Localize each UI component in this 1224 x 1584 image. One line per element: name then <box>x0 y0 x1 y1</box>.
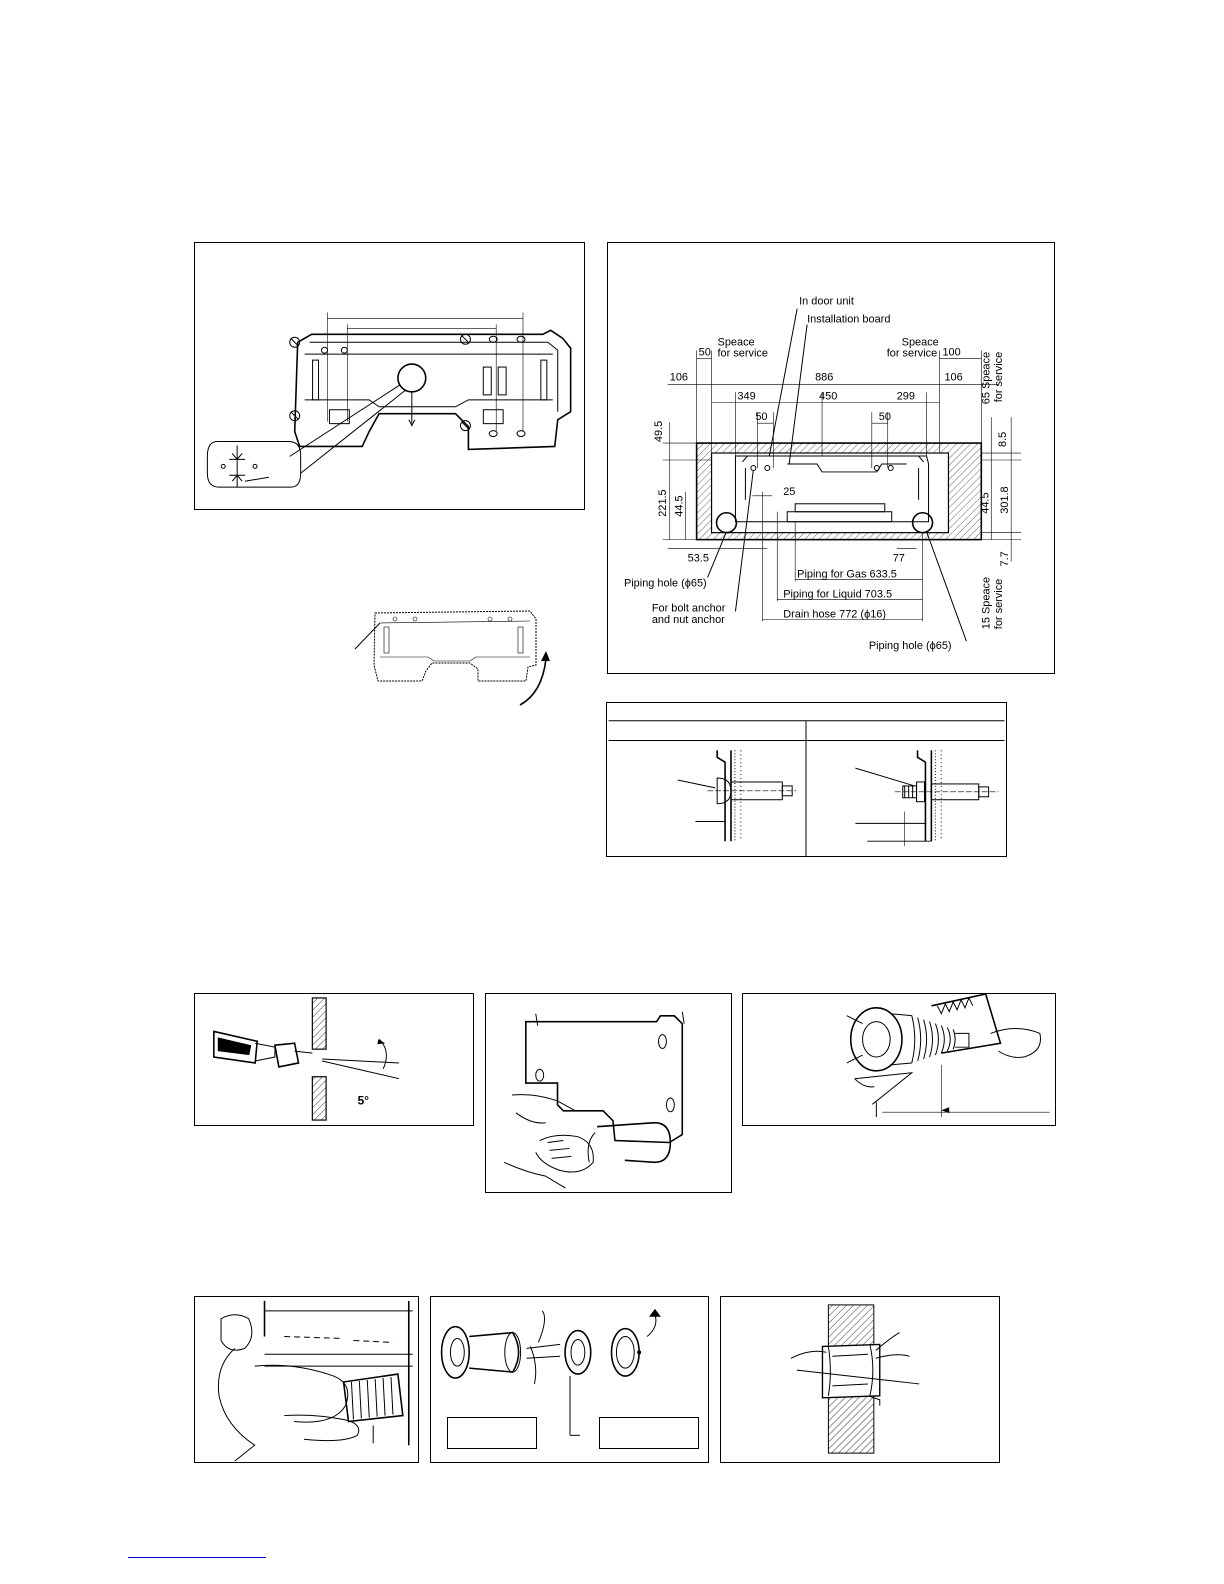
dim-8-5: 8.5 <box>997 432 1009 447</box>
label-bolt-anchor-2: and nut anchor <box>652 614 725 626</box>
label-space-right-1: Speace <box>902 337 939 349</box>
dim-25: 25 <box>783 486 795 498</box>
sleeve-wall-figure <box>720 1296 1000 1463</box>
layout-dimension-figure: In door unit Installation board Speace f… <box>607 242 1055 674</box>
label-bolt-anchor-1: For bolt anchor <box>652 602 726 614</box>
dim-77: 77 <box>893 553 905 565</box>
drill-angle-label: 5° <box>358 1093 370 1107</box>
label-space-65: 65 Speace <box>980 352 992 404</box>
dim-349: 349 <box>737 390 755 402</box>
dim-886: 886 <box>815 371 833 383</box>
dim-100: 100 <box>942 346 960 358</box>
label-service-15: for service <box>993 579 1005 629</box>
sleeve-cutting-figure <box>742 993 1056 1126</box>
label-space-15: 15 Speace <box>980 577 992 629</box>
dim-299: 299 <box>897 390 915 402</box>
sleeve-parts-figure <box>430 1296 709 1463</box>
label-piping-hole-right: Piping hole (ϕ65) <box>869 640 952 652</box>
dim-49-5: 49.5 <box>653 421 665 442</box>
installation-plate-figure <box>194 242 585 510</box>
dim-7-7: 7.7 <box>999 551 1011 566</box>
dim-301-8: 301.8 <box>999 486 1011 513</box>
board-drilling-drawing <box>503 1011 685 1189</box>
dim-50-a: 50 <box>755 411 767 423</box>
sleeve-parts-drawing <box>440 1308 661 1436</box>
drill-figure: 5° <box>194 993 474 1126</box>
board-drilling-figure <box>485 993 732 1193</box>
label-indoor-unit: In door unit <box>799 296 854 308</box>
label-installation-board: Installation board <box>807 314 890 326</box>
dim-50-left: 50 <box>699 346 711 358</box>
sleeve-part-label-box-1 <box>447 1417 537 1449</box>
label-service-65: for service <box>993 352 1005 402</box>
dim-221-5: 221.5 <box>657 489 669 516</box>
anchor-table-drawing <box>608 720 1005 856</box>
plate-rotation-figure <box>350 605 560 715</box>
dim-106-left: 106 <box>670 371 688 383</box>
sleeve-part-label-box-2 <box>599 1417 699 1449</box>
dim-106-right: 106 <box>944 371 962 383</box>
dim-53-5: 53.5 <box>688 553 709 565</box>
label-drain-hose: Drain hose 772 (ϕ16) <box>783 608 886 620</box>
dim-44-5-right: 44.5 <box>979 492 991 513</box>
sleeve-wall-drawing <box>790 1304 920 1454</box>
installation-plate-drawing <box>206 312 572 488</box>
footer-link-underline <box>128 1557 266 1558</box>
dim-44-5-left: 44.5 <box>674 495 686 516</box>
drill-drawing: 5° <box>213 997 400 1121</box>
label-space-right-2: for service <box>887 347 937 359</box>
hose-insertion-drawing <box>217 1300 413 1462</box>
layout-dimension-drawing: In door unit Installation board Speace f… <box>624 296 1022 652</box>
sleeve-cutting-drawing <box>846 994 1050 1118</box>
label-space-left-2: for service <box>718 347 768 359</box>
label-piping-gas: Piping for Gas 633.5 <box>797 568 897 580</box>
dim-450: 450 <box>819 390 837 402</box>
anchor-table <box>606 702 1007 857</box>
label-space-left-1: Speace <box>718 337 755 349</box>
label-piping-liquid: Piping for Liquid 703.5 <box>783 588 892 600</box>
dim-50-b: 50 <box>879 411 891 423</box>
hose-insertion-figure <box>194 1296 419 1463</box>
label-piping-hole-left: Piping hole (ϕ65) <box>624 577 707 589</box>
